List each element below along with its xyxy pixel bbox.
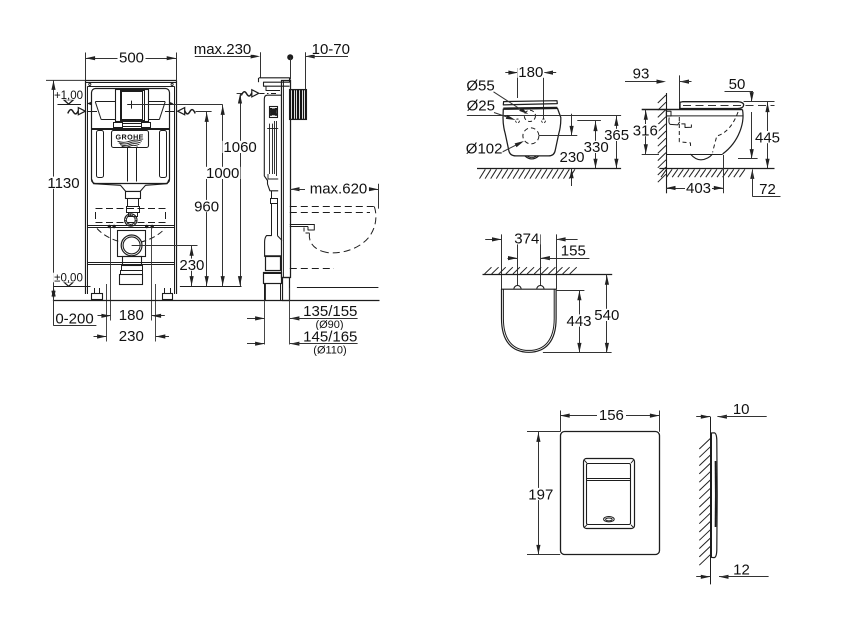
svg-text:1000: 1000 (206, 165, 239, 182)
svg-text:180: 180 (119, 307, 144, 324)
svg-text:1060: 1060 (223, 139, 256, 156)
svg-text:±0,00: ±0,00 (54, 273, 83, 285)
svg-text:540: 540 (594, 307, 619, 324)
svg-text:230: 230 (559, 149, 584, 166)
svg-text:50: 50 (729, 76, 746, 93)
svg-text:10: 10 (733, 401, 750, 418)
svg-text:365: 365 (604, 127, 629, 144)
svg-text:135/155: 135/155 (303, 303, 357, 320)
svg-text:Ø55: Ø55 (466, 78, 494, 95)
svg-text:10-70: 10-70 (312, 41, 350, 58)
svg-text:330: 330 (584, 139, 609, 156)
svg-text:72: 72 (759, 181, 776, 198)
svg-text:+1,00: +1,00 (54, 90, 83, 102)
svg-text:230: 230 (119, 328, 144, 345)
svg-text:(Ø110): (Ø110) (313, 344, 346, 356)
svg-text:1130: 1130 (47, 175, 79, 192)
svg-text:230: 230 (179, 257, 204, 274)
svg-text:316: 316 (633, 122, 658, 139)
svg-text:960: 960 (194, 198, 219, 215)
svg-text:156: 156 (599, 407, 624, 424)
svg-text:445: 445 (755, 129, 780, 146)
svg-text:500: 500 (119, 50, 144, 67)
svg-text:93: 93 (633, 65, 650, 82)
svg-text:0-200: 0-200 (55, 310, 93, 327)
svg-text:197: 197 (528, 486, 553, 503)
svg-text:12: 12 (733, 561, 750, 578)
svg-text:(Ø90): (Ø90) (315, 319, 343, 331)
svg-text:GROHE: GROHE (116, 132, 144, 141)
svg-text:max.230: max.230 (194, 41, 252, 58)
svg-text:Ø25: Ø25 (467, 98, 495, 115)
svg-text:155: 155 (561, 243, 586, 260)
svg-text:403: 403 (686, 180, 711, 197)
svg-text:180: 180 (518, 64, 543, 81)
svg-text:374: 374 (514, 231, 539, 248)
svg-text:443: 443 (566, 313, 591, 330)
svg-text:145/165: 145/165 (303, 328, 357, 345)
svg-text:Ø102: Ø102 (466, 141, 503, 158)
svg-text:max.620: max.620 (310, 181, 368, 198)
